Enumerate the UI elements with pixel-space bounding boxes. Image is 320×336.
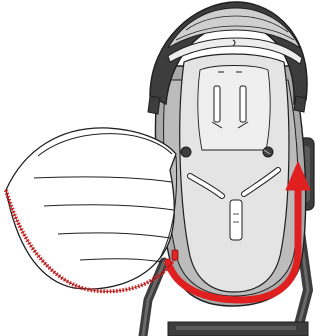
footmuff-cover-icon <box>6 128 177 289</box>
seat-liner <box>180 54 289 292</box>
